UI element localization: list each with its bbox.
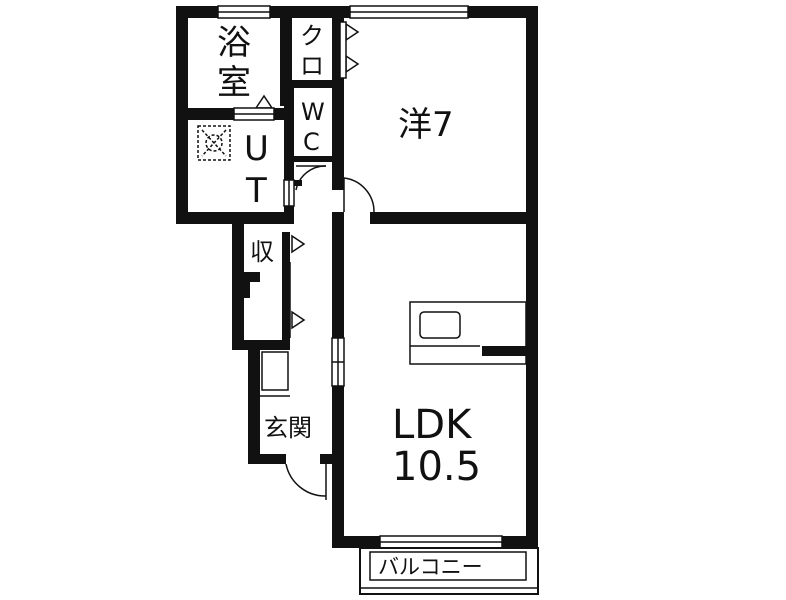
wall-storage-left: [232, 212, 244, 350]
wall-entrance-left: [248, 340, 260, 464]
storage-door-mark-1: [291, 234, 306, 254]
label-wc-1: W: [301, 98, 325, 126]
labels: 浴 室 ク ロ W C U T 洋7 収 玄関 LDK 10.5 バルコニー: [217, 22, 483, 579]
wall-closet-bottom: [292, 80, 338, 88]
shoe-cabinet: [261, 351, 289, 391]
doors: [233, 21, 375, 500]
label-wc-2: C: [303, 128, 320, 156]
fixtures: [197, 125, 539, 595]
closet-door-mark-2: [345, 54, 360, 74]
wall-ut-bottom: [176, 212, 284, 224]
label-entrance: 玄関: [264, 414, 312, 442]
balcony: [359, 547, 539, 595]
wall-ldk-left-lower: [332, 386, 344, 548]
wall-storage-bottom: [232, 340, 290, 350]
label-ldk: LDK: [392, 402, 473, 448]
closet-door-mark-1: [345, 22, 360, 42]
wall-bath-closet: [280, 6, 292, 106]
door-entrance: [285, 463, 327, 497]
label-storage: 収: [250, 238, 274, 266]
wall-western-bottom: [370, 212, 538, 224]
wall-left-upper: [176, 6, 188, 224]
label-bath-2: 室: [217, 63, 251, 103]
wall-western-bottom-l: [332, 212, 344, 224]
label-closet-2: ロ: [300, 52, 324, 80]
label-ut-1: U: [244, 129, 269, 169]
washer-space: [197, 125, 231, 161]
wall-storage-right: [282, 232, 290, 350]
storage-shelf: [244, 272, 260, 282]
wall-ut-right: [284, 88, 294, 180]
label-balcony: バルコニー: [378, 555, 483, 579]
label-western: 洋7: [398, 105, 454, 145]
wall-entrance-bottom: [248, 454, 286, 464]
label-bath-1: 浴: [217, 23, 251, 63]
wall-wc-bottom: [292, 156, 338, 162]
wall-ldk-left-upper: [332, 224, 344, 338]
wall-bath-bottom: [188, 108, 234, 120]
wall-ut-right-low: [284, 206, 294, 224]
interior-walls: [188, 6, 538, 350]
wall-bath-bottom-r: [274, 108, 286, 120]
storage-door-mark-2: [291, 310, 306, 330]
kitchen-wall-block: [482, 346, 526, 356]
bath-door-mark: [254, 94, 274, 109]
label-ldk-size: 10.5: [392, 444, 481, 490]
kitchen-sink: [419, 311, 461, 339]
wall-right: [526, 6, 538, 548]
wall-entrance-right-stub: [320, 454, 332, 464]
label-ut-2: T: [245, 171, 267, 211]
label-closet-1: ク: [300, 22, 324, 50]
door-wc: [295, 165, 327, 191]
